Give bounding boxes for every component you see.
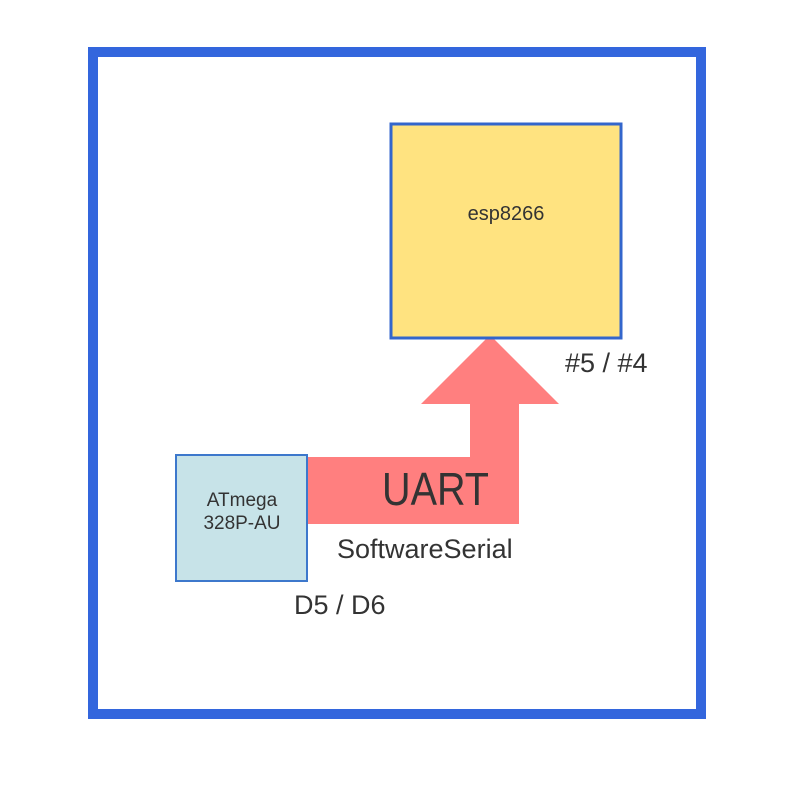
atmega-label-line2: 328P-AU <box>203 512 281 534</box>
esp8266-pins-label: #5 / #4 <box>565 348 648 378</box>
softwareserial-label: SoftwareSerial <box>337 534 513 564</box>
esp8266-label: esp8266 <box>467 203 545 225</box>
atmega-block <box>175 454 308 582</box>
atmega-label-line1: ATmega <box>206 490 278 511</box>
uart-arrow <box>308 335 559 524</box>
atmega-pins-label: D5 / D6 <box>294 590 386 620</box>
atmega-label: ATmega 328P-AU <box>176 490 308 536</box>
esp8266-block <box>389 122 623 340</box>
uart-label: UART <box>382 463 489 515</box>
